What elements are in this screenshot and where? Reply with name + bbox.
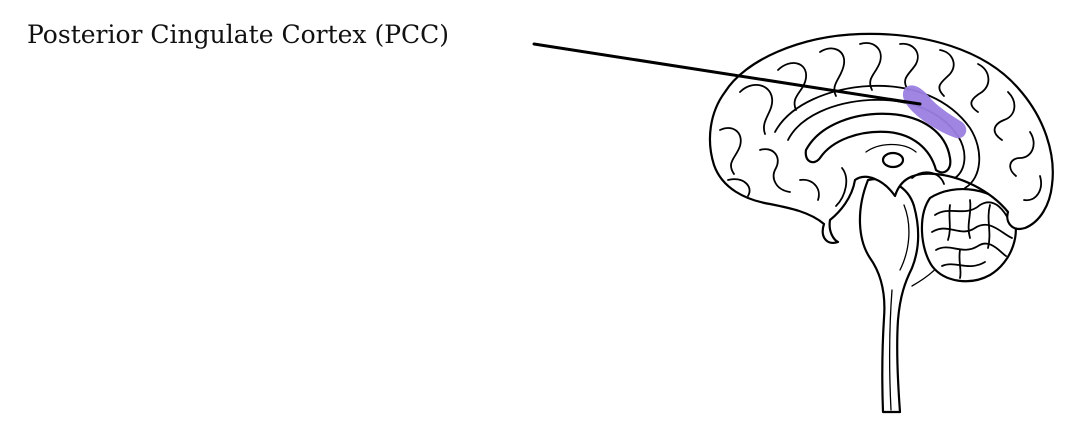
brain-stem (858, 178, 947, 414)
leader-line (532, 42, 922, 106)
pcc-label: Posterior Cingulate Cortex (PCC) (27, 20, 450, 49)
pcc-highlight (902, 85, 967, 139)
cerebellum (920, 188, 1017, 283)
